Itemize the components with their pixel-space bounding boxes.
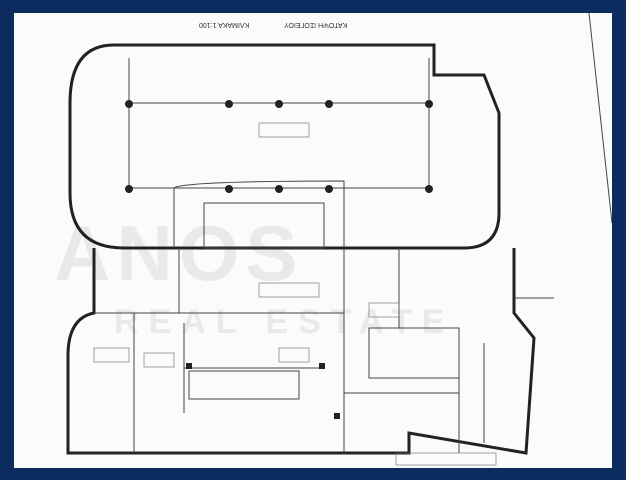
floor-plan-sheet: ANOS REAL ESTATE <box>14 13 612 468</box>
floor-plan-drawing <box>66 13 612 466</box>
watermark-subtitle: REAL ESTATE <box>114 303 455 341</box>
drawing-scale: ΚΛΙΜΑΚΑ 1:100 <box>199 21 250 28</box>
drawing-title: ΚΑΤΟΨΗ ΙΣΟΓΕΙΟΥ <box>284 21 348 28</box>
